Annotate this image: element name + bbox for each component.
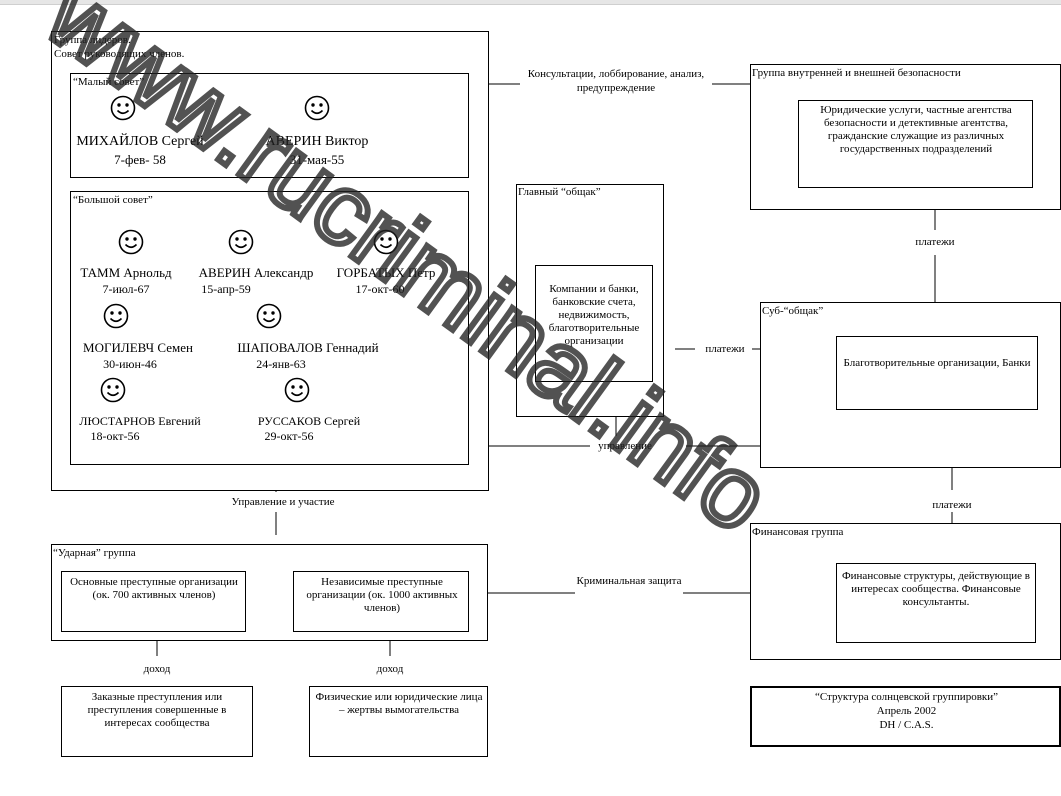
edge-label-criminal-protection: Криминальная защита — [576, 575, 682, 587]
smiley-face-icon — [284, 377, 310, 403]
member-date: 24-янв-63 — [256, 357, 306, 371]
smiley-face-icon — [228, 229, 254, 255]
smiley-face-icon — [256, 303, 282, 329]
security-title: Группа внутренней и внешней безопасности — [752, 67, 961, 79]
finance-content: Финансовые структуры, действующие в инте… — [841, 570, 1031, 608]
edge-label-consult: Консультации, лоббирование, анализ, пред… — [527, 68, 705, 94]
caption-box: “Структура солнцевской группировки” Апре… — [750, 686, 1061, 747]
member-name: ЛЮСТАРНОВ Евгений — [79, 414, 201, 428]
main-fund-title: Главный “общак” — [518, 186, 601, 198]
member-date: 29-окт-56 — [264, 429, 314, 443]
smiley-face-icon — [304, 95, 330, 121]
member-name: МОГИЛЕВЧ Семен — [83, 340, 193, 355]
strike-left-text: Основные преступные организации (ок. 700… — [70, 576, 238, 601]
finance-title: Финансовая группа — [752, 526, 844, 538]
member-date: 7-фев- 58 — [114, 152, 166, 167]
bottom-left-box: Заказные преступления или преступления с… — [61, 686, 253, 757]
member-name: АВЕРИН Александр — [198, 265, 314, 280]
smiley-face-icon — [373, 229, 399, 255]
strike-title: “Ударная” группа — [53, 547, 136, 559]
big-council-title: “Большой совет” — [73, 194, 153, 206]
bottom-left-text: Заказные преступления или преступления с… — [87, 691, 227, 729]
caption-line3: DH / C.A.S. — [879, 719, 934, 731]
main-fund-content: Компании и банки, банковские счета, недв… — [548, 283, 640, 347]
smiley-face-icon — [110, 95, 136, 121]
member-name: АВЕРИН Виктор — [265, 134, 369, 149]
member-date: 7-июл-67 — [102, 282, 150, 296]
smiley-face-icon — [118, 229, 144, 255]
edge-label-income: доход — [143, 663, 171, 675]
smiley-face-icon — [103, 303, 129, 329]
strike-right-text: Независимые преступные организации (ок. … — [306, 576, 458, 614]
leaders-subtitle: Совет руководящих членов. — [54, 48, 185, 60]
member-date: 30-июн-46 — [103, 357, 157, 371]
member-date: 15-апр-59 — [201, 282, 251, 296]
strike-left-box: Основные преступные организации (ок. 700… — [61, 571, 246, 632]
finance-content-box: Финансовые структуры, действующие в инте… — [836, 563, 1036, 643]
bottom-right-box: Физические или юридические лица – жертвы… — [309, 686, 488, 757]
strike-right-box: Независимые преступные организации (ок. … — [293, 571, 469, 632]
edge-label-control-participation: Управление и участие — [231, 496, 335, 508]
member-name: ТАММ Арнольд — [80, 265, 172, 280]
member-name: ШАПОВАЛОВ Геннадий — [237, 340, 379, 355]
caption-line2: Апрель 2002 — [876, 705, 937, 717]
sub-fund-content: Благотворительные организации, Банки — [843, 357, 1031, 369]
small-council-title: “Малый совет” — [73, 76, 145, 88]
member-name: РУССАКОВ Сергей — [257, 414, 361, 428]
edge-label-payments: платежи — [915, 236, 955, 248]
sub-fund-title: Суб-“общак” — [762, 305, 824, 317]
leaders-title: Группа лидеров. — [54, 34, 131, 46]
top-bar — [0, 0, 1061, 5]
main-fund-content-box: Компании и банки, банковские счета, недв… — [535, 265, 653, 382]
member-name: МИХАЙЛОВ Сергей — [76, 134, 204, 149]
smiley-face-icon — [100, 377, 126, 403]
edge-label-payments: платежи — [705, 343, 745, 355]
small-council-box: “Малый совет” — [70, 73, 469, 178]
sub-fund-content-box: Благотворительные организации, Банки — [836, 336, 1038, 410]
bottom-right-text: Физические или юридические лица – жертвы… — [315, 691, 483, 716]
edge-label-income: доход — [376, 663, 404, 675]
edge-label-control: управление — [598, 440, 652, 452]
caption-line1: “Структура солнцевской группировки” — [814, 691, 998, 703]
member-name: ГОРБАТЫХ Петр — [336, 265, 436, 280]
member-date: 17-окт-60 — [355, 282, 405, 296]
member-date: 18-окт-56 — [90, 429, 140, 443]
security-content-box: Юридические услуги, частные агентства бе… — [798, 100, 1033, 188]
edge-label-payments: платежи — [932, 499, 972, 511]
member-date: 31-мая-55 — [289, 152, 345, 167]
security-content: Юридические услуги, частные агентства бе… — [820, 104, 1012, 155]
